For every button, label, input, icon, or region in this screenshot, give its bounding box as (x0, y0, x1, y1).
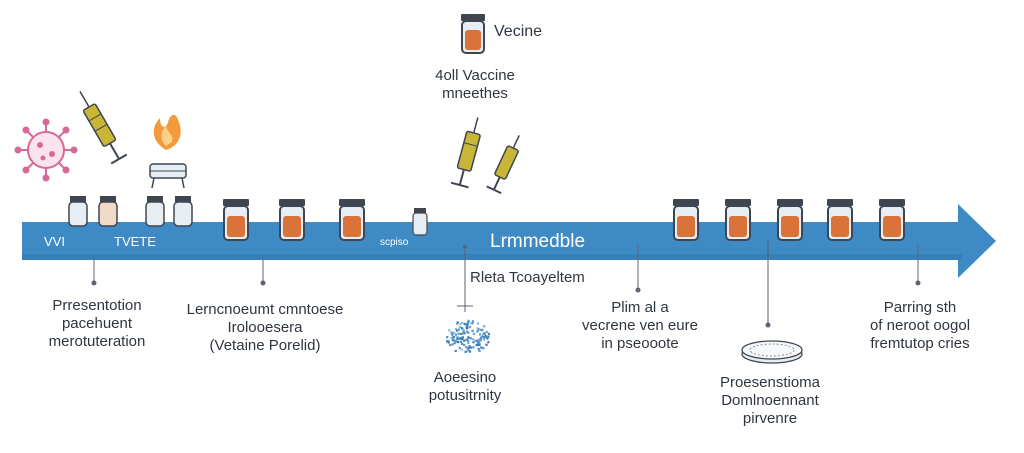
label-plim: Plim al a vecrene ven eure in pseooote (582, 299, 698, 352)
vial-icon (68, 196, 428, 236)
vial-icon (827, 199, 853, 241)
vial-icon (339, 199, 365, 241)
petri-dish-icon (741, 340, 803, 364)
connector-dots (91, 245, 921, 328)
timeline-arrow (22, 204, 996, 278)
vial-icon (725, 199, 751, 241)
vial-icon (879, 199, 905, 241)
bar-label-small: scpiso (380, 237, 409, 248)
vial-icon (777, 199, 803, 241)
vaccine-title: 4oll Vaccine mneethes (435, 67, 515, 102)
vial-icon (673, 199, 699, 241)
burner-icon (149, 163, 187, 189)
syringe-icon (450, 117, 481, 189)
label-aoeesino: Aoeesino potusitrnity (428, 369, 502, 404)
vial-label: Vecine (494, 23, 543, 40)
label-parring: Parring sth of neroot oogol fremtutop cr… (869, 299, 971, 352)
label-prosenstioma: Proesenstioma Domlnoennant pirvenre (719, 374, 821, 427)
bar-label-left-a: VVI (44, 234, 65, 249)
syringe-icon (79, 91, 128, 165)
vial-icon (461, 14, 485, 54)
particle-cloud-icon (446, 319, 490, 353)
connector-lines (93, 240, 919, 325)
flame-icon (153, 114, 181, 150)
bar-label-center: Lrmmedble (490, 231, 586, 252)
vial-icon (223, 199, 249, 241)
vial-icon (279, 199, 305, 241)
label-lemonongomt: Lerncnoeumt cmntoese Irolooesera (Vetain… (186, 301, 344, 354)
below-bar-caption: Rleta Tcoayeltem (470, 269, 585, 286)
vial-icon (223, 199, 905, 241)
syringe-icon (486, 135, 520, 195)
label-presentation: Prresentotion pacehuent merotuteration (48, 297, 146, 350)
virus-icon (14, 118, 78, 182)
bar-label-left-b: TVETE (114, 234, 156, 249)
